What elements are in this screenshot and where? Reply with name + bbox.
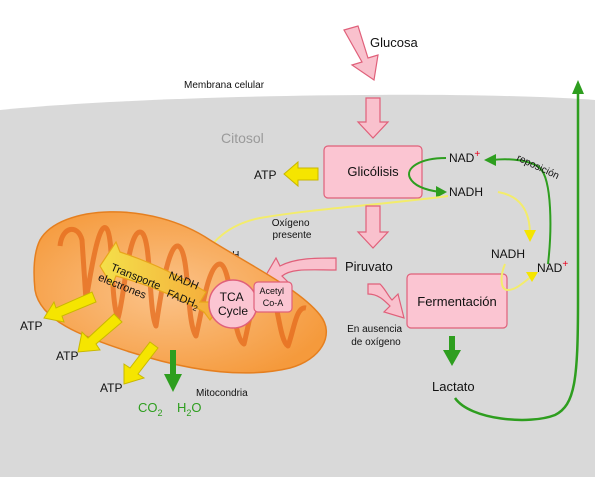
lactato-arrowhead: [443, 350, 461, 366]
glucose-arrow: [343, 25, 379, 82]
co2-arrowhead: [164, 374, 182, 392]
atp-arrow-3: [123, 341, 159, 385]
acetyl-label: Acetyl Co-A: [259, 286, 286, 308]
atp-arrow-1: [43, 291, 97, 323]
nadh-down-arrowhead: [524, 230, 536, 242]
citosol-label: Citosol: [221, 130, 264, 146]
glicolisis-box: [323, 145, 423, 199]
co2-label: CO2: [138, 400, 163, 418]
mitocondria-label: Mitocondria: [196, 388, 248, 399]
atp-3-label: ATP: [100, 381, 122, 395]
fermentacion-box: [406, 273, 508, 329]
glicolisis-label: Glicólisis: [347, 164, 399, 179]
nad-to-nadh-arrow: [408, 157, 447, 193]
nadh-to-nad-arrowhead: [526, 272, 538, 282]
piruvato-to-fermentacion-arrow: [367, 283, 405, 319]
nadh-to-mito-line: [199, 195, 449, 263]
cytosol-region: [0, 94, 595, 477]
tca-label: TCA Cycle: [218, 290, 248, 318]
nad-to-nadh-arrowhead: [436, 186, 447, 198]
nadh-to-nad-yellow-arrow: [500, 263, 533, 292]
lactato-arrow-shaft: [449, 336, 455, 352]
ausencia-label: En ausencia de oxígeno: [347, 324, 405, 348]
lactato-label: Lactato: [432, 379, 475, 394]
acetyl-coa-box: [253, 281, 293, 313]
atp-arrow-2: [77, 313, 123, 353]
membrane-label: Membrana celular: [184, 80, 265, 91]
nad-top-label: NAD+: [449, 149, 480, 165]
glucosa-label: Glucosa: [370, 35, 418, 50]
green-loop-arrow: [453, 90, 580, 422]
oxigeno-label: Oxígeno presente: [272, 218, 313, 241]
nadh-down-arrow: [497, 191, 531, 236]
membrane-entry-arrow: [356, 97, 390, 139]
atp-2-label: ATP: [56, 349, 78, 363]
h2o-label: H2O: [177, 400, 202, 418]
nadh-top-label: NADH: [449, 185, 483, 199]
atp-glicolisis-label: ATP: [254, 168, 276, 182]
nad-right-label: NAD+: [537, 259, 568, 275]
atp-1-label: ATP: [20, 319, 42, 333]
glicolisis-to-piruvato-arrow: [356, 205, 390, 249]
nadh-right-label: NADH: [491, 247, 525, 261]
piruvato-label: Piruvato: [345, 259, 393, 274]
fermentacion-label: Fermentación: [417, 294, 496, 309]
atp-glicolisis-arrow: [283, 160, 319, 188]
green-loop-arrowhead: [572, 80, 584, 94]
reposicion-arrow: [491, 158, 552, 265]
co2-arrow-shaft: [170, 350, 176, 376]
reposicion-arrowhead: [484, 154, 496, 166]
